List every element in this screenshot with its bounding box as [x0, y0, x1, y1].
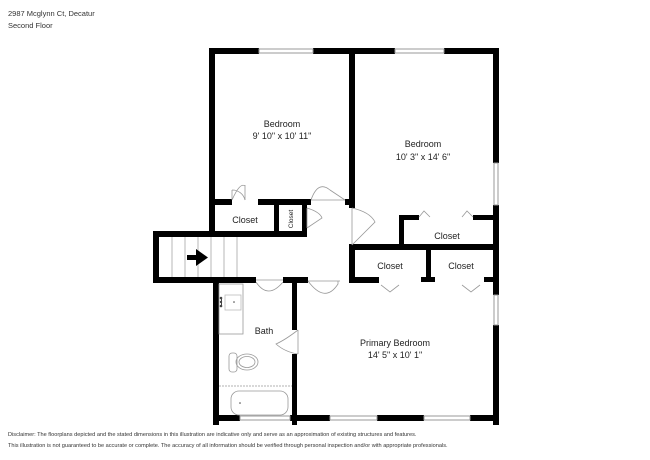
stairs	[171, 237, 238, 277]
disclaimer-line-2: This illustration is not guaranteed to b…	[8, 443, 448, 449]
doors	[231, 184, 481, 355]
bedroom2-name: Bedroom	[405, 139, 442, 149]
closet-label: Closet	[434, 231, 460, 241]
room-labels: Bedroom 9' 10" x 10' 11" Bedroom 10' 3" …	[232, 119, 474, 360]
bedroom2-dimensions: 10' 3" x 14' 6"	[396, 152, 450, 162]
disclaimer-line-1: Disclaimer: The floorplans depicted and …	[8, 432, 417, 438]
walls	[153, 48, 499, 425]
windows	[239, 48, 499, 421]
property-address: 2987 Mcglynn Ct, Decatur	[8, 9, 95, 18]
bath-label: Bath	[255, 326, 274, 336]
primary-bedroom-name: Primary Bedroom	[360, 338, 430, 348]
primary-bedroom-dimensions: 14' 5" x 10' 1"	[368, 350, 422, 360]
bathtub-icon	[230, 390, 289, 416]
bedroom1-dimensions: 9' 10" x 10' 11"	[253, 131, 312, 141]
closet-label: Closet	[232, 215, 258, 225]
closet-label: Closet	[377, 261, 403, 271]
closet-label: Closet	[448, 261, 474, 271]
bath-fixtures	[218, 283, 292, 416]
bedroom1-name: Bedroom	[264, 119, 301, 129]
stairs-arrow-icon	[187, 249, 208, 266]
toilet-icon	[228, 352, 238, 373]
vanity-icon	[218, 283, 244, 335]
closet-label: Closet	[288, 210, 295, 229]
floor-label: Second Floor	[8, 21, 53, 30]
